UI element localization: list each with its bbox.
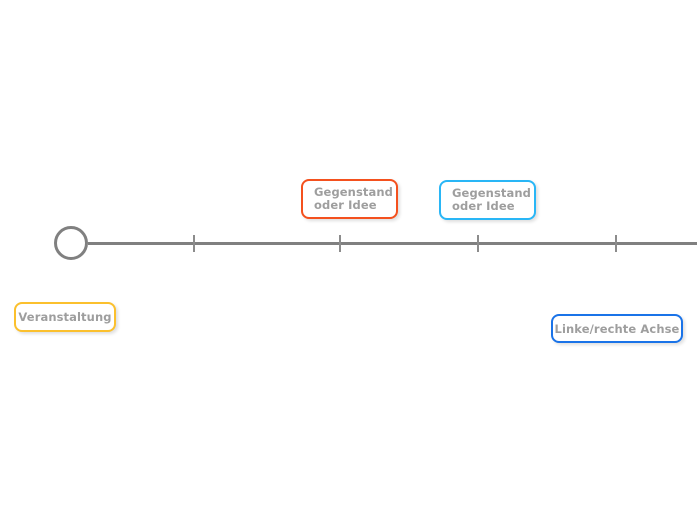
node-idea-1[interactable]: Gegenstand oder Idee	[301, 179, 398, 219]
timeline-tick-2	[339, 235, 341, 252]
node-event-label: Veranstaltung	[18, 310, 112, 324]
node-event[interactable]: Veranstaltung	[14, 302, 116, 332]
node-axis-legend-label: Linke/rechte Achse	[554, 321, 680, 336]
timeline-tick-3	[477, 235, 479, 252]
node-axis-legend[interactable]: Linke/rechte Achse	[551, 314, 683, 343]
node-idea-2-label: Gegenstand oder Idee	[452, 185, 531, 213]
node-idea-2[interactable]: Gegenstand oder Idee	[439, 180, 536, 220]
timeline-start-circle-icon[interactable]	[54, 226, 88, 260]
timeline-tick-1	[193, 235, 195, 252]
node-idea-1-label: Gegenstand oder Idee	[314, 184, 393, 212]
timeline-tick-4	[615, 235, 617, 252]
timeline-axis-line	[88, 242, 697, 245]
